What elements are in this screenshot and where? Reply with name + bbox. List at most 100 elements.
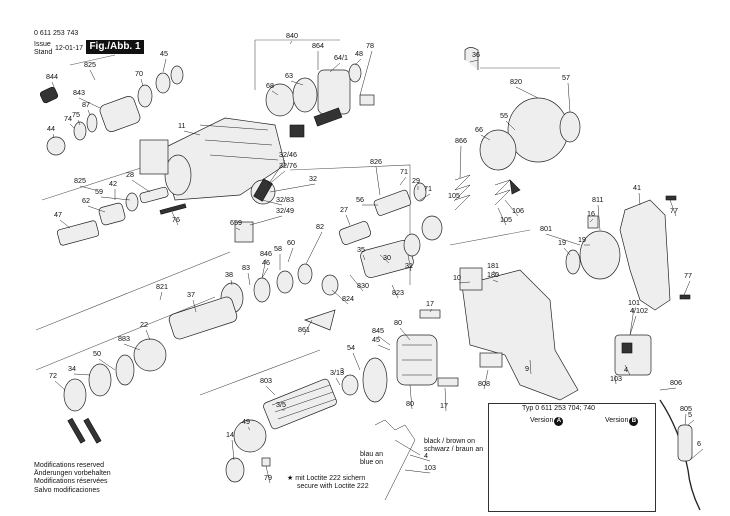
callout-leader (377, 344, 391, 351)
part-34-ring (88, 363, 112, 397)
callout-leader (469, 59, 479, 63)
part-44-clip (39, 86, 59, 104)
part-callout-48: 48 (355, 49, 363, 58)
part-48-ring (348, 63, 362, 83)
part-callout-70: 70 (135, 69, 143, 78)
part-callout-866: 866 (455, 136, 467, 145)
part-50-ring (115, 354, 135, 386)
part-callout-62: 62 (82, 196, 90, 205)
callout-leader (305, 231, 323, 265)
part-78-bracket (359, 94, 375, 106)
part-callout-60: 60 (287, 238, 295, 247)
callout-leader (52, 133, 55, 139)
callout-leader (399, 176, 407, 186)
callout-leader (131, 179, 151, 193)
callout-leader (669, 199, 677, 217)
part-callout-77: 77 (670, 206, 678, 215)
part-callout-17: 17 (440, 401, 448, 410)
part-45-ring (155, 72, 171, 94)
callout-leader (123, 343, 141, 351)
part-callout-103: 103 (424, 463, 436, 472)
part-72-ring (63, 378, 87, 412)
part-callout-3-5: 3/5 (276, 400, 286, 409)
part-callout-44: 44 (47, 124, 55, 133)
part-29-ring (413, 182, 427, 202)
callout-leader (497, 207, 507, 226)
part-843-sleeve (99, 96, 141, 132)
field-windings (402, 344, 432, 376)
part-37-tube (168, 296, 238, 340)
callout-leader (329, 62, 341, 73)
callout-leader (359, 50, 373, 96)
part-callout-45: 45 (160, 49, 168, 58)
callout-leader (269, 183, 316, 193)
part-tool-a (67, 417, 86, 444)
part-10-plate (459, 267, 483, 291)
callout-leader (453, 199, 456, 202)
callout-leader (379, 254, 390, 264)
part-16-gear (421, 215, 443, 241)
part-callout-80: 80 (394, 318, 402, 327)
part-callout-17: 17 (426, 299, 434, 308)
part-17-clip-top (419, 309, 441, 319)
callout-leader (624, 364, 631, 376)
callout-leader (289, 40, 293, 45)
part-60-ring (276, 270, 294, 294)
part-callout-843: 843 (73, 88, 85, 97)
part-callout-80: 80 (406, 399, 414, 408)
part-callout-19: 19 (558, 238, 566, 247)
part-callout-861: 861 (298, 325, 310, 334)
part-callout-63: 63 (285, 71, 293, 80)
callout-leader (505, 120, 516, 131)
callout-leader (271, 90, 279, 96)
callout-leader (192, 299, 197, 313)
callout-leader (171, 211, 179, 226)
part-callout-36: 36 (472, 50, 480, 59)
part-callout-31: 31 (405, 261, 413, 270)
callout-leader (504, 199, 519, 217)
part-9-motor-housing (461, 269, 579, 401)
part-callout-71: 71 (424, 184, 432, 193)
part-callout-101: 101 (628, 298, 640, 307)
part-lock (289, 124, 305, 138)
part-callout-811: 811 (592, 195, 603, 204)
callout-leader (409, 384, 413, 410)
part-32-knob-grip (253, 178, 273, 202)
part-callout-10: 10 (453, 273, 461, 282)
part-callout-82: 82 (316, 222, 324, 231)
callout-leader (492, 270, 499, 276)
callout-leader (684, 413, 687, 426)
part-106-spring (494, 179, 511, 206)
callout-leader (515, 86, 539, 99)
part-callout-49: 49 (242, 417, 250, 426)
part-79-screw (261, 457, 271, 467)
callout-leader (265, 385, 276, 396)
part-callout-34: 34 (68, 364, 76, 373)
part-callout-55: 55 (500, 111, 508, 120)
callout-leader (261, 258, 267, 279)
part-callout-47: 47 (54, 210, 62, 219)
callout-leader (290, 80, 304, 86)
part-callout-9: 9 (525, 364, 529, 373)
group-line-801 (449, 229, 531, 246)
part-callout-32-76: 32/76 (279, 161, 297, 170)
part-callout-75: 75 (72, 110, 80, 119)
group-line-821 (35, 251, 231, 371)
callout-leader (429, 308, 433, 313)
callout-leader (235, 227, 241, 231)
part-callout-37: 37 (187, 290, 195, 299)
callout-leader (409, 454, 431, 462)
part-callout-840: 840 (286, 31, 298, 40)
part-callout-6: 6 (697, 439, 701, 448)
callout-leader (529, 359, 532, 375)
callout-leader (352, 352, 361, 371)
version-b-badge: B (629, 417, 639, 426)
version-a-badge: A (554, 417, 564, 426)
part-callout-83: 83 (242, 263, 250, 272)
part-callout-801: 801 (540, 224, 552, 233)
callout-leader (79, 185, 96, 191)
wire-sketch (374, 419, 416, 501)
part-callout-11: 11 (178, 121, 185, 130)
callout-leader (375, 166, 381, 196)
